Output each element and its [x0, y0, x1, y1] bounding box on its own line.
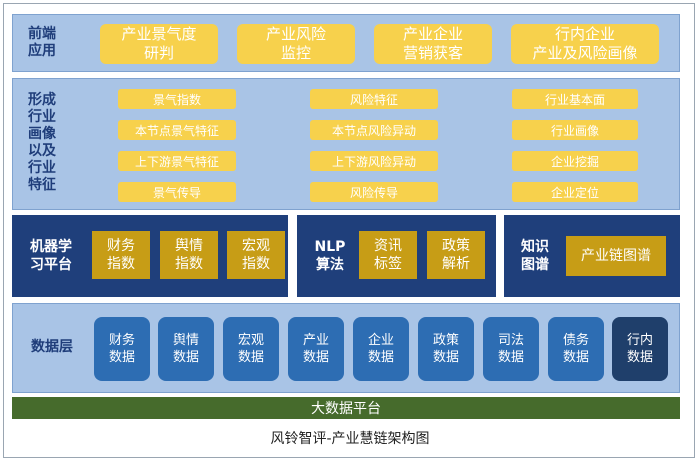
data-sentiment: 舆情 数据 [158, 317, 214, 381]
feature-col1-item-4: 景气传导 [118, 182, 236, 202]
ml-platform-label: 机器学 习平台 [30, 239, 72, 273]
data-macro: 宏观 数据 [223, 317, 279, 381]
feature-col2-item-2: 本节点风险异动 [310, 120, 438, 140]
features-label: 形成 行业 画像 以及 行业 特征 [28, 92, 56, 193]
ml-item-macro-index: 宏观 指数 [227, 231, 285, 279]
knowledge-graph-label: 知识 图谱 [521, 239, 549, 273]
feature-col2-item-4: 风险传导 [310, 182, 438, 202]
data-policy: 政策 数据 [418, 317, 474, 381]
nlp-label: NLP 算法 [314, 239, 346, 273]
feature-col3-item-1: 行业基本面 [512, 89, 638, 109]
frontend-item-3: 产业企业 营销获客 [374, 24, 492, 64]
feature-col2-item-3: 上下游风险异动 [310, 151, 438, 171]
diagram-caption: 风铃智评-产业慧链架构图 [270, 431, 430, 447]
ml-item-finance-index: 财务 指数 [92, 231, 150, 279]
data-judicial: 司法 数据 [483, 317, 539, 381]
feature-col3-item-4: 企业定位 [512, 182, 638, 202]
data-enterprise: 企业 数据 [353, 317, 409, 381]
ml-item-sentiment-index: 舆情 指数 [160, 231, 218, 279]
feature-col3-item-2: 行业画像 [512, 120, 638, 140]
data-debt: 债务 数据 [548, 317, 604, 381]
feature-col1-item-1: 景气指数 [118, 89, 236, 109]
data-layer-label: 数据层 [31, 339, 73, 355]
frontend-label: 前端 应用 [28, 26, 56, 59]
nlp-item-policy-analysis: 政策 解析 [427, 231, 485, 279]
nlp-item-news-tags: 资讯 标签 [359, 231, 417, 279]
feature-col2-item-1: 风险特征 [310, 89, 438, 109]
frontend-item-2: 产业风险 监控 [237, 24, 355, 64]
frontend-item-1: 产业景气度 研判 [100, 24, 218, 64]
feature-col3-item-3: 企业挖掘 [512, 151, 638, 171]
feature-col1-item-2: 本节点景气特征 [118, 120, 236, 140]
kg-item-industry-chain-graph: 产业链图谱 [566, 236, 666, 276]
big-data-platform-bar: 大数据平台 [12, 397, 680, 419]
feature-col1-item-3: 上下游景气特征 [118, 151, 236, 171]
frontend-item-4: 行内企业 产业及风险画像 [511, 24, 659, 64]
data-inhouse: 行内 数据 [612, 317, 668, 381]
data-finance: 财务 数据 [94, 317, 150, 381]
data-industry: 产业 数据 [288, 317, 344, 381]
